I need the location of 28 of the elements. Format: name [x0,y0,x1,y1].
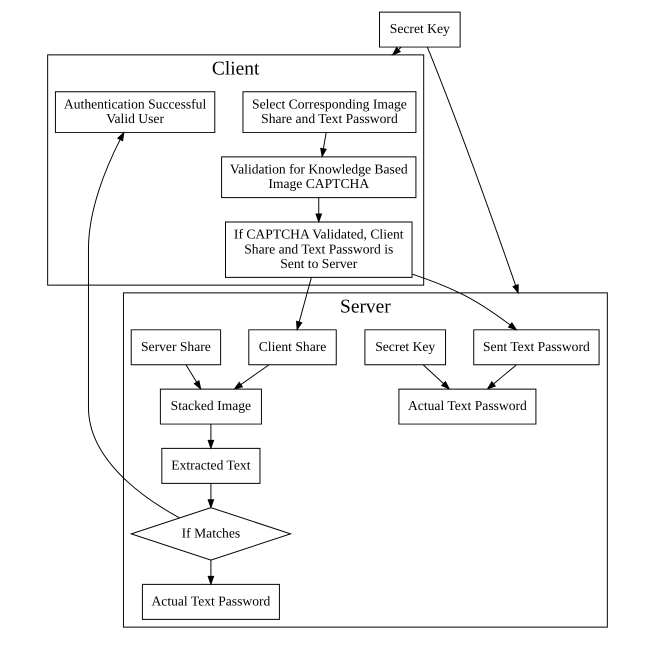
node-box: Client Share [248,329,336,366]
arrow [422,364,450,390]
node-box: Extracted Text [160,448,260,484]
arrow [296,277,312,331]
node-box: If CAPTCHA Validated, Client Share and Text Password is Sent to Server [224,221,412,278]
arrow [314,197,322,224]
arrow [207,560,214,586]
node-box: Select Corresponding Image Share and Text Password [242,91,416,134]
node-diamond: If Matches [129,507,292,561]
node-box: Actual Text Password [398,388,536,425]
arrow [320,132,326,158]
arrow [207,483,214,509]
arrow [411,274,517,331]
arrow [87,131,180,518]
node-box: Secret Key [364,329,446,366]
node-box: Sent Text Password [472,329,600,366]
arrow [232,364,269,390]
node-box: Secret Key [378,12,460,48]
arrow [185,364,201,390]
node-box: Validation for Knowledge Based Image CAPTCHA [220,156,416,198]
arrow [486,364,516,390]
node-box: Authentication Successful Valid User [54,91,215,134]
arrow [207,424,214,450]
node-box: Server Share [130,329,221,366]
node-box: Stacked Image [159,388,262,425]
arrow [391,46,402,56]
node-box: Actual Text Password [141,584,280,620]
arrow [426,46,518,294]
